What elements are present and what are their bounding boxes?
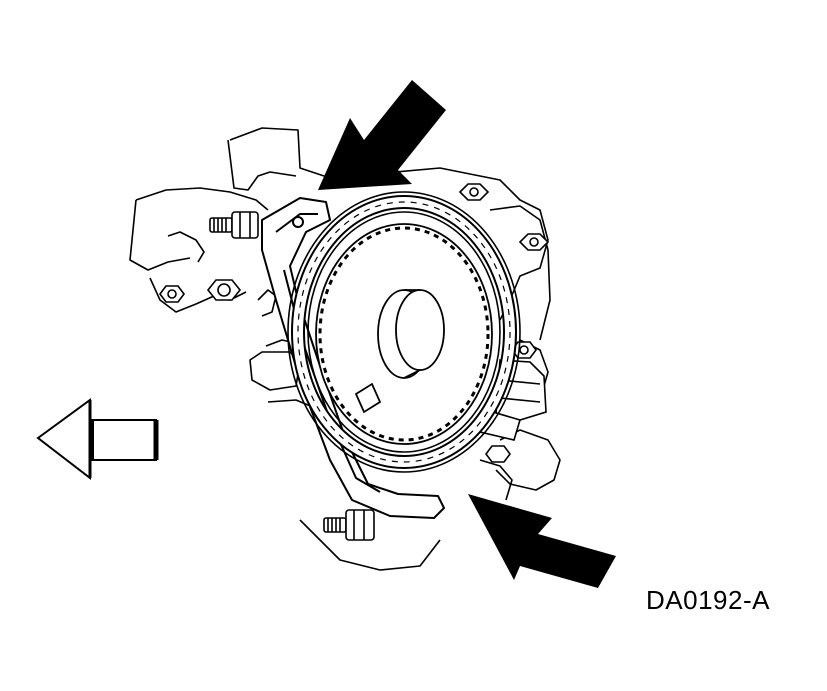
timing-chain (287, 191, 521, 473)
engine-block-outline (129, 127, 561, 571)
figure-code: DA0192-A (646, 585, 770, 615)
arrow-left-icon (36, 398, 159, 481)
stud-bolt-lower (323, 509, 375, 541)
hex-bolt-left (159, 279, 242, 303)
arrow-pointer-up-left-icon (468, 494, 616, 588)
crankshaft-sprocket (315, 223, 493, 445)
stud-bolt-upper-left (209, 211, 259, 239)
arrow-pointer-down-left-icon (318, 80, 446, 190)
